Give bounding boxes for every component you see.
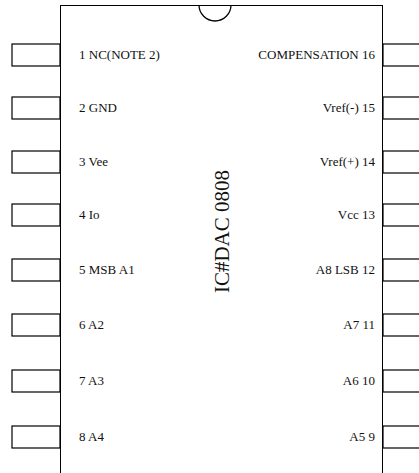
pin-name: Vcc 13 [338,207,375,223]
pin-name: 8 A4 [79,429,104,445]
pin-name: 3 Vee [79,154,108,170]
chip-body: IC#DAC 0808 [60,5,383,473]
pin-name: A8 LSB 12 [316,262,375,278]
pin-name: Vref(+) 14 [320,154,375,170]
pin-name: 5 MSB A1 [79,262,135,278]
pin-name: 6 A2 [79,317,104,333]
pin-name: Vref(-) 15 [323,100,375,116]
pin-name: 4 Io [79,207,100,223]
pin-name: A7 11 [343,317,375,333]
pin1-notch [199,5,231,21]
pin-name: 1 NC(NOTE 2) [79,47,160,63]
pin-leads [12,44,419,448]
pin-name: A6 10 [343,373,375,389]
pin-name: A5 9 [349,429,375,445]
pin-name: 2 GND [79,100,117,116]
chip-title: IC#DAC 0808 [211,169,236,292]
pin-name: COMPENSATION 16 [258,47,375,63]
pin-name: 7 A3 [79,373,104,389]
